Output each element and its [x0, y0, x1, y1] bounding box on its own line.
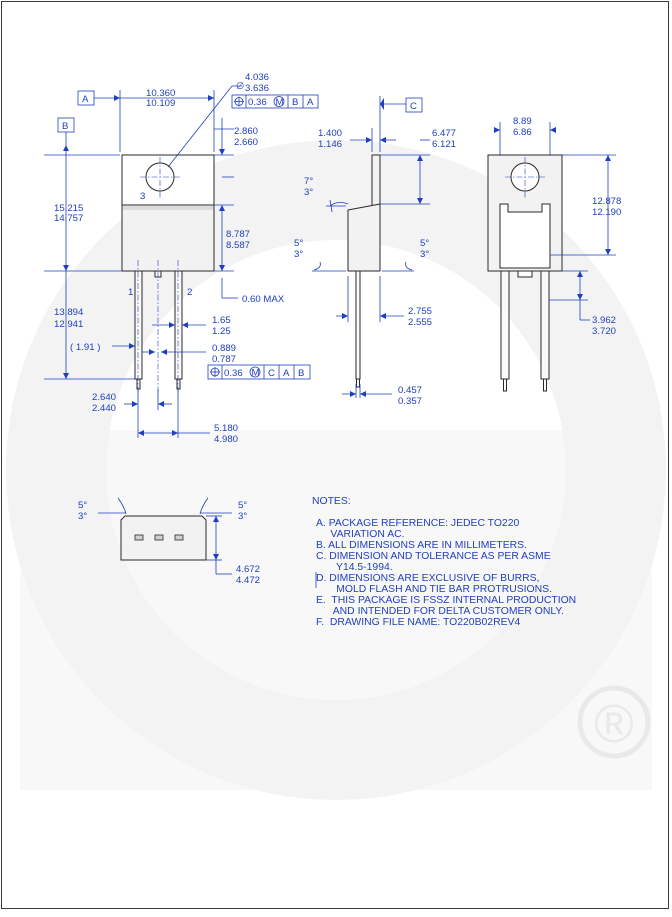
back-lead-min: 3.720 — [592, 326, 616, 337]
datum-b-label: B — [62, 121, 68, 132]
bottom-angle-left-b: 3° — [78, 511, 87, 522]
back-lead-2 — [540, 270, 550, 380]
fcf-lead: 0.36 M C A B — [207, 364, 311, 380]
front-width-max: 10.360 — [146, 88, 175, 99]
pin-label-3: 3 — [140, 191, 145, 202]
lead-thk-max: 0.889 — [212, 343, 236, 354]
tab-height-min: 2.660 — [234, 137, 258, 148]
body-height-max: 8.787 — [226, 229, 250, 240]
hole-diameter-symbol: ∅ — [236, 81, 244, 92]
pin-label-2: 2 — [187, 287, 192, 298]
lead-ref-dim: ( 1.91 ) — [70, 342, 100, 353]
registered-mark-text: ® — [594, 694, 634, 754]
note-line-2: VARIATION AC. — [316, 529, 405, 540]
notes-block: NOTES: A. PACKAGE REFERENCE: JEDEC TO220… — [312, 496, 576, 628]
fcf-hole-tol: 0.36 — [248, 97, 267, 108]
back-lead-1 — [500, 270, 510, 380]
datum-c-box — [405, 97, 423, 113]
bottom-view: 5° 3° 5° 3° 4.672 4.472 — [78, 497, 260, 586]
front-width-min: 10.109 — [146, 98, 175, 109]
max-dim: 0.60 MAX — [242, 294, 285, 305]
note-line-4: C. DIMENSION AND TOLERANCE AS PER ASME — [316, 551, 551, 562]
back-width-max: 8.89 — [513, 116, 532, 127]
fcf-hole-ref2: A — [307, 97, 314, 108]
fcf-hole: 0.36 M B A — [231, 94, 319, 109]
back-height-min: 12.190 — [592, 207, 621, 218]
datum-c-label: C — [410, 101, 417, 112]
side-angle-right-a: 5° — [420, 238, 429, 249]
bottom-angle-left-a: 5° — [78, 500, 87, 511]
side-lead-min: 0.357 — [398, 396, 422, 407]
side-depth-min: 6.121 — [432, 139, 456, 150]
lead-2 — [174, 270, 183, 380]
pin-label-1: 1 — [128, 287, 133, 298]
back-lead-max: 3.962 — [592, 315, 616, 326]
lead-thk-min: 0.787 — [212, 354, 236, 365]
side-angle-top-a: 7° — [304, 176, 313, 187]
side-lead-max: 0.457 — [398, 385, 422, 396]
notes-title: NOTES: — [312, 496, 351, 507]
datum-a-label: A — [82, 94, 89, 105]
note-line-6: D. DIMENSIONS ARE EXCLUSIVE OF BURRS, — [316, 573, 539, 584]
side-angle-right-b: 3° — [420, 249, 429, 260]
note-line-10: F. DRAWING FILE NAME: TO220B02REV4 — [316, 617, 520, 628]
fcf-lead-mod: M — [252, 368, 260, 379]
side-angle-left-a: 5° — [294, 238, 303, 249]
side-body-min: 2.555 — [408, 317, 432, 328]
front-body — [121, 204, 215, 272]
lead-width-max: 1.65 — [212, 315, 231, 326]
bottom-body — [120, 515, 207, 561]
note-line-8: E. THIS PACKAGE IS FSSZ INTERNAL PRODUCT… — [316, 595, 576, 606]
fcf-hole-mod: M — [276, 97, 284, 108]
side-tab-min: 1.146 — [318, 139, 342, 150]
note-line-5: Y14.5-1994. — [316, 562, 393, 573]
side-view: C 1.400 1.146 6.477 6.121 7° 3° 5° 3° — [294, 96, 456, 407]
fcf-lead-ref2: A — [283, 368, 290, 379]
fcf-lead-ref3: B — [298, 368, 304, 379]
lead-width-min: 1.25 — [212, 326, 231, 337]
watermark: ® — [6, 140, 666, 800]
side-angle-left-b: 3° — [294, 249, 303, 260]
lead-length-min: 12.941 — [54, 319, 83, 330]
front-view: 3 1 2 A 10.360 10.109 ∅ 4.036 3.636 0.36 — [44, 72, 319, 445]
overall-height-max: 15.215 — [54, 203, 83, 214]
back-recess — [499, 203, 551, 269]
side-depth-max: 6.477 — [432, 128, 456, 139]
overall-height-min: 14.757 — [54, 213, 83, 224]
note-line-3: B. ALL DIMENSIONS ARE IN MILLIMETERS. — [316, 540, 527, 551]
back-width-min: 6.86 — [513, 127, 532, 138]
note-line-7: MOLD FLASH AND TIE BAR PROTRUSIONS. — [316, 584, 552, 595]
side-tab-max: 1.400 — [318, 128, 342, 139]
span-max: 5.180 — [214, 423, 238, 434]
fcf-lead-tol: 0.36 — [224, 368, 243, 379]
lead-length-max: 13.894 — [54, 307, 84, 318]
span-min: 4.980 — [214, 434, 238, 445]
bottom-height-min: 4.472 — [236, 575, 260, 586]
side-lead — [355, 270, 361, 380]
note-line-1: A. PACKAGE REFERENCE: JEDEC TO220 — [316, 518, 519, 529]
bottom-height-max: 4.672 — [236, 564, 260, 575]
fcf-lead-ref1: C — [268, 368, 275, 379]
back-view: 8.89 6.86 12.878 12.190 3.962 3.720 — [487, 116, 621, 392]
fcf-hole-ref1: B — [292, 97, 298, 108]
side-body-max: 2.755 — [408, 306, 432, 317]
tab-height-max: 2.860 — [234, 126, 258, 137]
bottom-angle-right-a: 5° — [238, 500, 247, 511]
note-line-9: AND INTENDED FOR DELTA CUSTOMER ONLY. — [316, 606, 564, 617]
hole-dia-min: 3.636 — [245, 83, 269, 94]
side-angle-top-b: 3° — [304, 187, 313, 198]
bottom-angle-right-b: 3° — [238, 511, 247, 522]
body-height-min: 8.587 — [226, 240, 250, 251]
lead-1 — [134, 270, 143, 380]
pitch-min: 2.440 — [92, 403, 116, 414]
pitch-max: 2.640 — [92, 392, 116, 403]
side-body — [347, 203, 381, 272]
hole-dia-max: 4.036 — [245, 72, 269, 83]
back-height-max: 12.878 — [592, 196, 621, 207]
registered-mark-icon — [577, 685, 651, 759]
